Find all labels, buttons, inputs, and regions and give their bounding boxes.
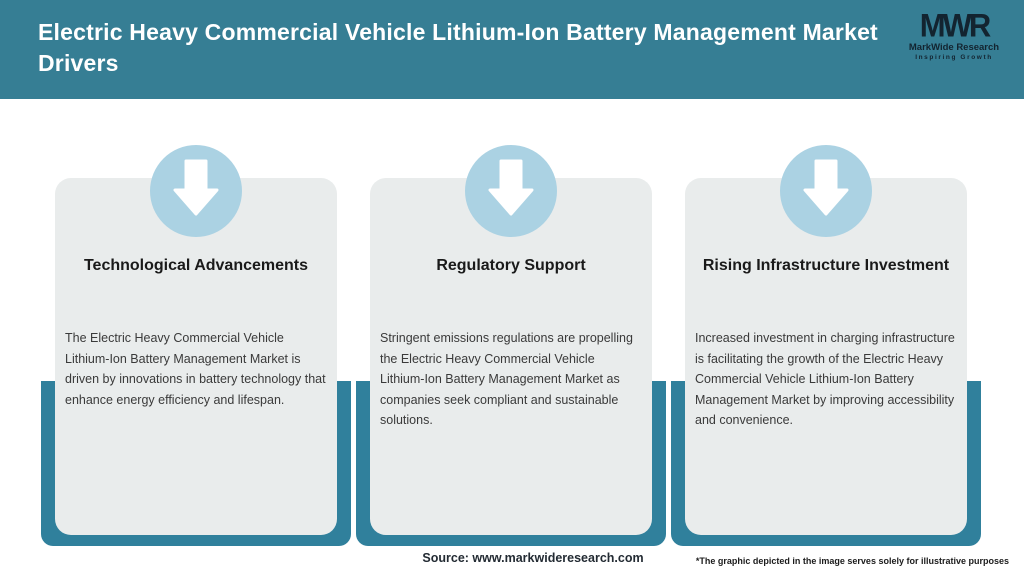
driver-card: Technological Advancements The Electric …	[55, 178, 337, 535]
logo-tagline: Inspiring Growth	[915, 54, 993, 61]
down-arrow-icon	[173, 159, 219, 216]
driver-column-regulatory-support: Regulatory Support Stringent emissions r…	[356, 145, 666, 546]
logo-acronym: MWR	[919, 7, 991, 44]
driver-card: Regulatory Support Stringent emissions r…	[370, 178, 652, 535]
driver-column-technological-advancements: Technological Advancements The Electric …	[41, 145, 351, 546]
down-arrow-badge	[150, 145, 242, 237]
page-title: Electric Heavy Commercial Vehicle Lithiu…	[38, 17, 918, 79]
driver-column-rising-infrastructure-investment: Rising Infrastructure Investment Increas…	[671, 145, 981, 546]
card-description: The Electric Heavy Commercial Vehicle Li…	[65, 331, 326, 407]
card-description: Stringent emissions regulations are prop…	[380, 331, 633, 427]
card-title: Technological Advancements	[83, 257, 309, 274]
card-description: Increased investment in charging infrast…	[695, 331, 955, 427]
driver-card: Rising Infrastructure Investment Increas…	[685, 178, 967, 535]
header-band: Electric Heavy Commercial Vehicle Lithiu…	[0, 0, 1024, 99]
disclaimer-text: *The graphic depicted in the image serve…	[695, 556, 1009, 566]
page-title-line1: Electric Heavy Commercial Vehicle Lithiu…	[38, 19, 878, 45]
page-title-line2: Drivers	[38, 50, 119, 76]
source-text: Source: www.markwideresearch.com	[422, 551, 644, 565]
down-arrow-badge	[465, 145, 557, 237]
logo-name: MarkWide Research	[908, 42, 1000, 53]
markwide-research-logo: MWR MarkWide Research Inspiring Growth	[902, 7, 1006, 62]
down-arrow-icon	[488, 159, 534, 216]
card-title: Rising Infrastructure Investment	[702, 257, 950, 274]
down-arrow-badge	[780, 145, 872, 237]
card-title: Regulatory Support	[436, 257, 586, 274]
down-arrow-icon	[803, 159, 849, 216]
